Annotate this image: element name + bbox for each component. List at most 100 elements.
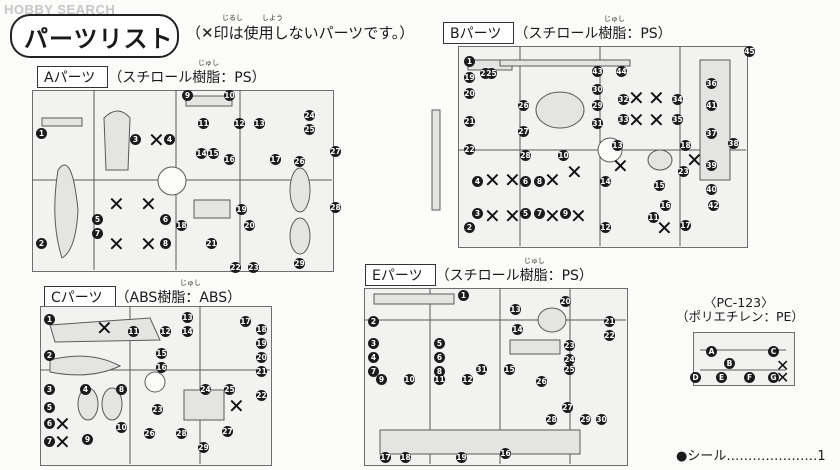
unused-x-b10: ✕ [566, 160, 583, 184]
part-marker-e4: 4 [368, 352, 379, 363]
part-marker-a19: 19 [236, 204, 247, 215]
part-marker-e27: 27 [562, 402, 573, 413]
unused-parts-note: （✕印は使用しないパーツです。） [186, 24, 415, 42]
part-marker-b5: 5 [520, 208, 531, 219]
seal-line: ●シール…………………1 [676, 445, 826, 464]
part-marker-b3: 3 [472, 208, 483, 219]
part-marker-b20: 20 [464, 88, 475, 99]
seal-label: ●シール [676, 449, 727, 464]
part-marker-b28: 28 [520, 150, 531, 161]
part-marker-e20: 20 [560, 296, 571, 307]
unused-x-c6: ✕ [54, 412, 71, 436]
part-marker-e22: 22 [604, 330, 615, 341]
part-marker-c23: 23 [152, 404, 163, 415]
part-marker-b19: 19 [464, 72, 475, 83]
unused-x-b18: ✕ [686, 148, 703, 172]
part-marker-a27: 27 [330, 146, 341, 157]
part-marker-b31: 31 [592, 118, 603, 129]
part-marker-pc-e: E [716, 372, 727, 383]
part-marker-c7: 7 [44, 436, 55, 447]
part-marker-e7: 7 [368, 366, 379, 377]
part-marker-a3: 3 [130, 134, 141, 145]
part-marker-c22: 22 [256, 390, 267, 401]
part-marker-pc-a: A [706, 346, 717, 357]
part-marker-b26: 26 [518, 100, 529, 111]
unused-x-b35: ✕ [648, 108, 665, 132]
part-marker-c18: 18 [256, 324, 267, 335]
unused-x-b9: ✕ [570, 204, 587, 228]
part-marker-a18: 18 [176, 220, 187, 231]
part-marker-e3: 3 [368, 338, 379, 349]
part-marker-b25: 25 [486, 68, 497, 79]
watermark: HOBBY SEARCH [4, 2, 116, 17]
unused-x-a8: ✕ [140, 232, 157, 256]
part-marker-e9: 9 [376, 374, 387, 385]
part-marker-a26: 26 [294, 156, 305, 167]
unused-x-a4: ✕ [148, 128, 165, 152]
part-marker-b44: 44 [616, 66, 627, 77]
part-marker-b41: 41 [706, 100, 717, 111]
unused-x-b5: ✕ [504, 204, 521, 228]
unused-x-a5: ✕ [108, 192, 125, 216]
part-marker-b21: 21 [464, 116, 475, 127]
part-marker-c12: 12 [160, 326, 171, 337]
part-marker-b7: 7 [534, 208, 545, 219]
part-marker-b18: 18 [680, 140, 691, 151]
part-marker-c9: 9 [82, 434, 93, 445]
part-marker-b12: 12 [600, 222, 611, 233]
part-marker-e18: 18 [400, 452, 411, 463]
part-marker-pc-d: D [690, 372, 701, 383]
unused-x-b4: ✕ [484, 168, 501, 192]
unused-x-b11: ✕ [656, 216, 673, 240]
part-marker-c17: 17 [240, 316, 251, 327]
part-marker-a12: 12 [234, 118, 245, 129]
section-name-pc: 〈PC-123〉 [704, 295, 774, 310]
part-marker-b2: 2 [464, 222, 475, 233]
part-marker-e2: 2 [368, 316, 379, 327]
unused-x-b8: ✕ [544, 168, 561, 192]
part-marker-a25: 25 [304, 124, 315, 135]
section-label-e: Eパーツ（スチロール樹脂：PS） [365, 264, 593, 286]
part-marker-a22: 22 [230, 262, 241, 273]
unused-x-c1: ✕ [96, 316, 113, 340]
part-marker-c4: 4 [80, 384, 91, 395]
part-marker-b37: 37 [706, 128, 717, 139]
section-material-a: （スチロール樹脂：PS） [108, 70, 266, 86]
part-marker-pc-g: G [768, 372, 779, 383]
part-marker-b35: 35 [672, 114, 683, 125]
part-marker-e1: 1 [458, 290, 469, 301]
part-marker-e28: 28 [546, 414, 557, 425]
part-marker-pc-f: F [744, 372, 755, 383]
part-marker-b42: 42 [708, 200, 719, 211]
unused-x-b6: ✕ [504, 168, 521, 192]
part-marker-c10: 10 [116, 422, 127, 433]
section-material-b: （スチロール樹脂：PS） [514, 26, 672, 42]
part-marker-c27: 27 [222, 426, 233, 437]
part-marker-a4: 4 [164, 134, 175, 145]
part-marker-c1: 1 [44, 314, 55, 325]
part-marker-c28: 28 [176, 428, 187, 439]
part-marker-e11: 11 [434, 374, 445, 385]
part-marker-b16: 16 [660, 200, 671, 211]
part-marker-pc-c: C [768, 346, 779, 357]
section-name-b: Bパーツ [443, 22, 515, 44]
unused-x-c7: ✕ [54, 430, 71, 454]
part-marker-a23: 23 [248, 262, 259, 273]
section-material-pc: （ポリエチレン：PE） [676, 309, 804, 324]
part-marker-c14: 14 [182, 326, 193, 337]
page-title: パーツリスト [24, 25, 174, 53]
part-marker-c19: 19 [256, 338, 267, 349]
part-marker-b17: 17 [680, 220, 691, 231]
part-marker-b38: 38 [728, 138, 739, 149]
part-marker-b4: 4 [472, 176, 483, 187]
unused-x-pc-c: ✕ [776, 356, 790, 375]
section-name-c: Cパーツ [44, 286, 116, 308]
part-marker-b32: 32 [618, 94, 629, 105]
unused-x-b33: ✕ [628, 108, 645, 132]
part-marker-pc-b: B [724, 358, 735, 369]
seal-count: 1 [817, 449, 826, 464]
furigana-mark: じるし [222, 14, 243, 22]
part-marker-b10: 10 [558, 150, 569, 161]
part-marker-b8: 8 [534, 176, 545, 187]
